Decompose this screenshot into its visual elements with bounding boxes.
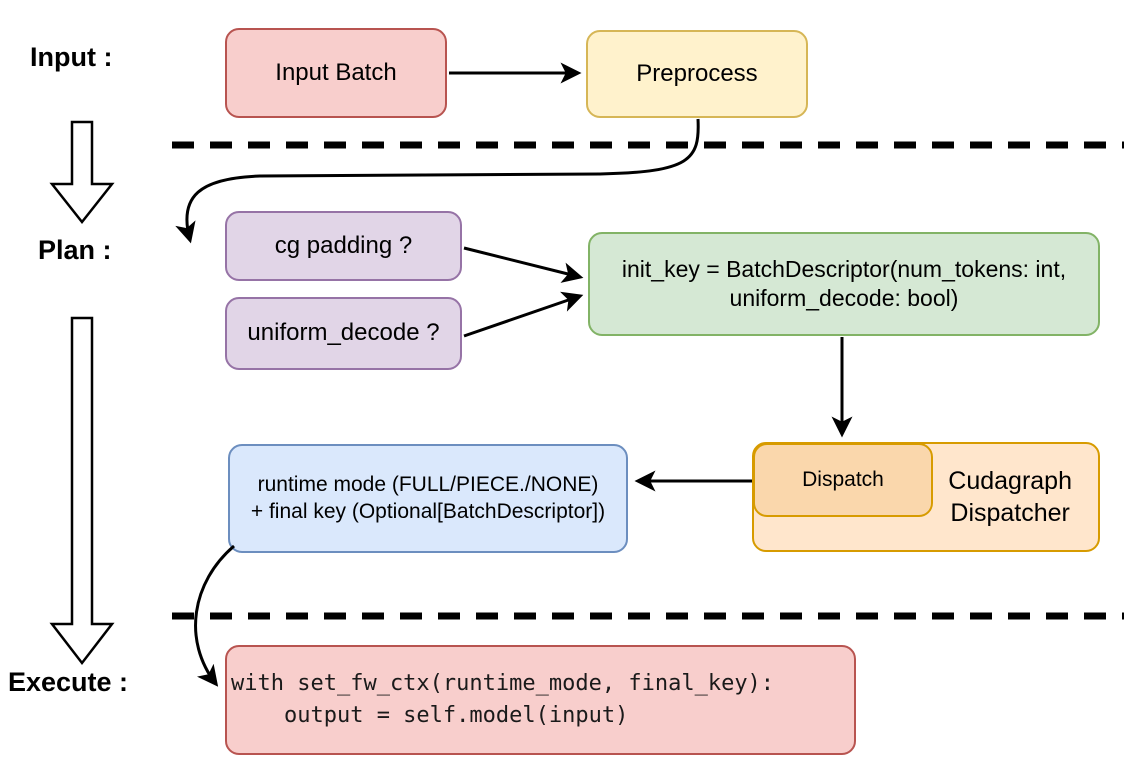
stage-label-execute: Execute : (8, 667, 129, 697)
connector-cg-padding-to-init-key (463, 246, 584, 283)
stage-label-input: Input : (30, 42, 113, 72)
node-dispatch[interactable]: Dispatch (753, 443, 933, 517)
execute-code-lines: with set_fw_ctx(runtime_mode, final_key)… (231, 671, 775, 728)
node-runtime-mode[interactable]: runtime mode (FULL/PIECE./NONE) + final … (228, 444, 628, 553)
stage-label-plan: Plan : (38, 235, 112, 265)
node-cg-padding[interactable]: cg padding ? (225, 211, 462, 281)
node-input-batch-label: Input Batch (275, 58, 397, 86)
node-cudagraph-dispatcher-label: Cudagraph Dispatcher (948, 467, 1072, 527)
node-dispatch-label: Dispatch (802, 467, 884, 491)
node-init-key-label: init_key = BatchDescriptor(num_tokens: i… (621, 255, 1067, 311)
node-init-key[interactable]: init_key = BatchDescriptor(num_tokens: i… (588, 232, 1100, 336)
node-preprocess[interactable]: Preprocess (586, 30, 808, 118)
node-runtime-mode-label: runtime mode (FULL/PIECE./NONE) + final … (250, 472, 606, 523)
node-preprocess-label: Preprocess (636, 59, 758, 87)
node-cg-padding-label: cg padding ? (274, 231, 413, 259)
node-uniform-decode-label: uniform_decode ? (247, 319, 440, 347)
stage-arrow-input-to-plan (49, 120, 115, 225)
execute-code-text: with set_fw_ctx(runtime_mode, final_key)… (227, 668, 774, 732)
node-execute-code[interactable]: with set_fw_ctx(runtime_mode, final_key)… (225, 645, 856, 755)
connector-uniform-decode-to-init-key (463, 291, 584, 338)
stage-arrow-plan-to-execute (49, 316, 115, 666)
node-uniform-decode[interactable]: uniform_decode ? (225, 297, 462, 370)
node-input-batch[interactable]: Input Batch (225, 28, 447, 118)
